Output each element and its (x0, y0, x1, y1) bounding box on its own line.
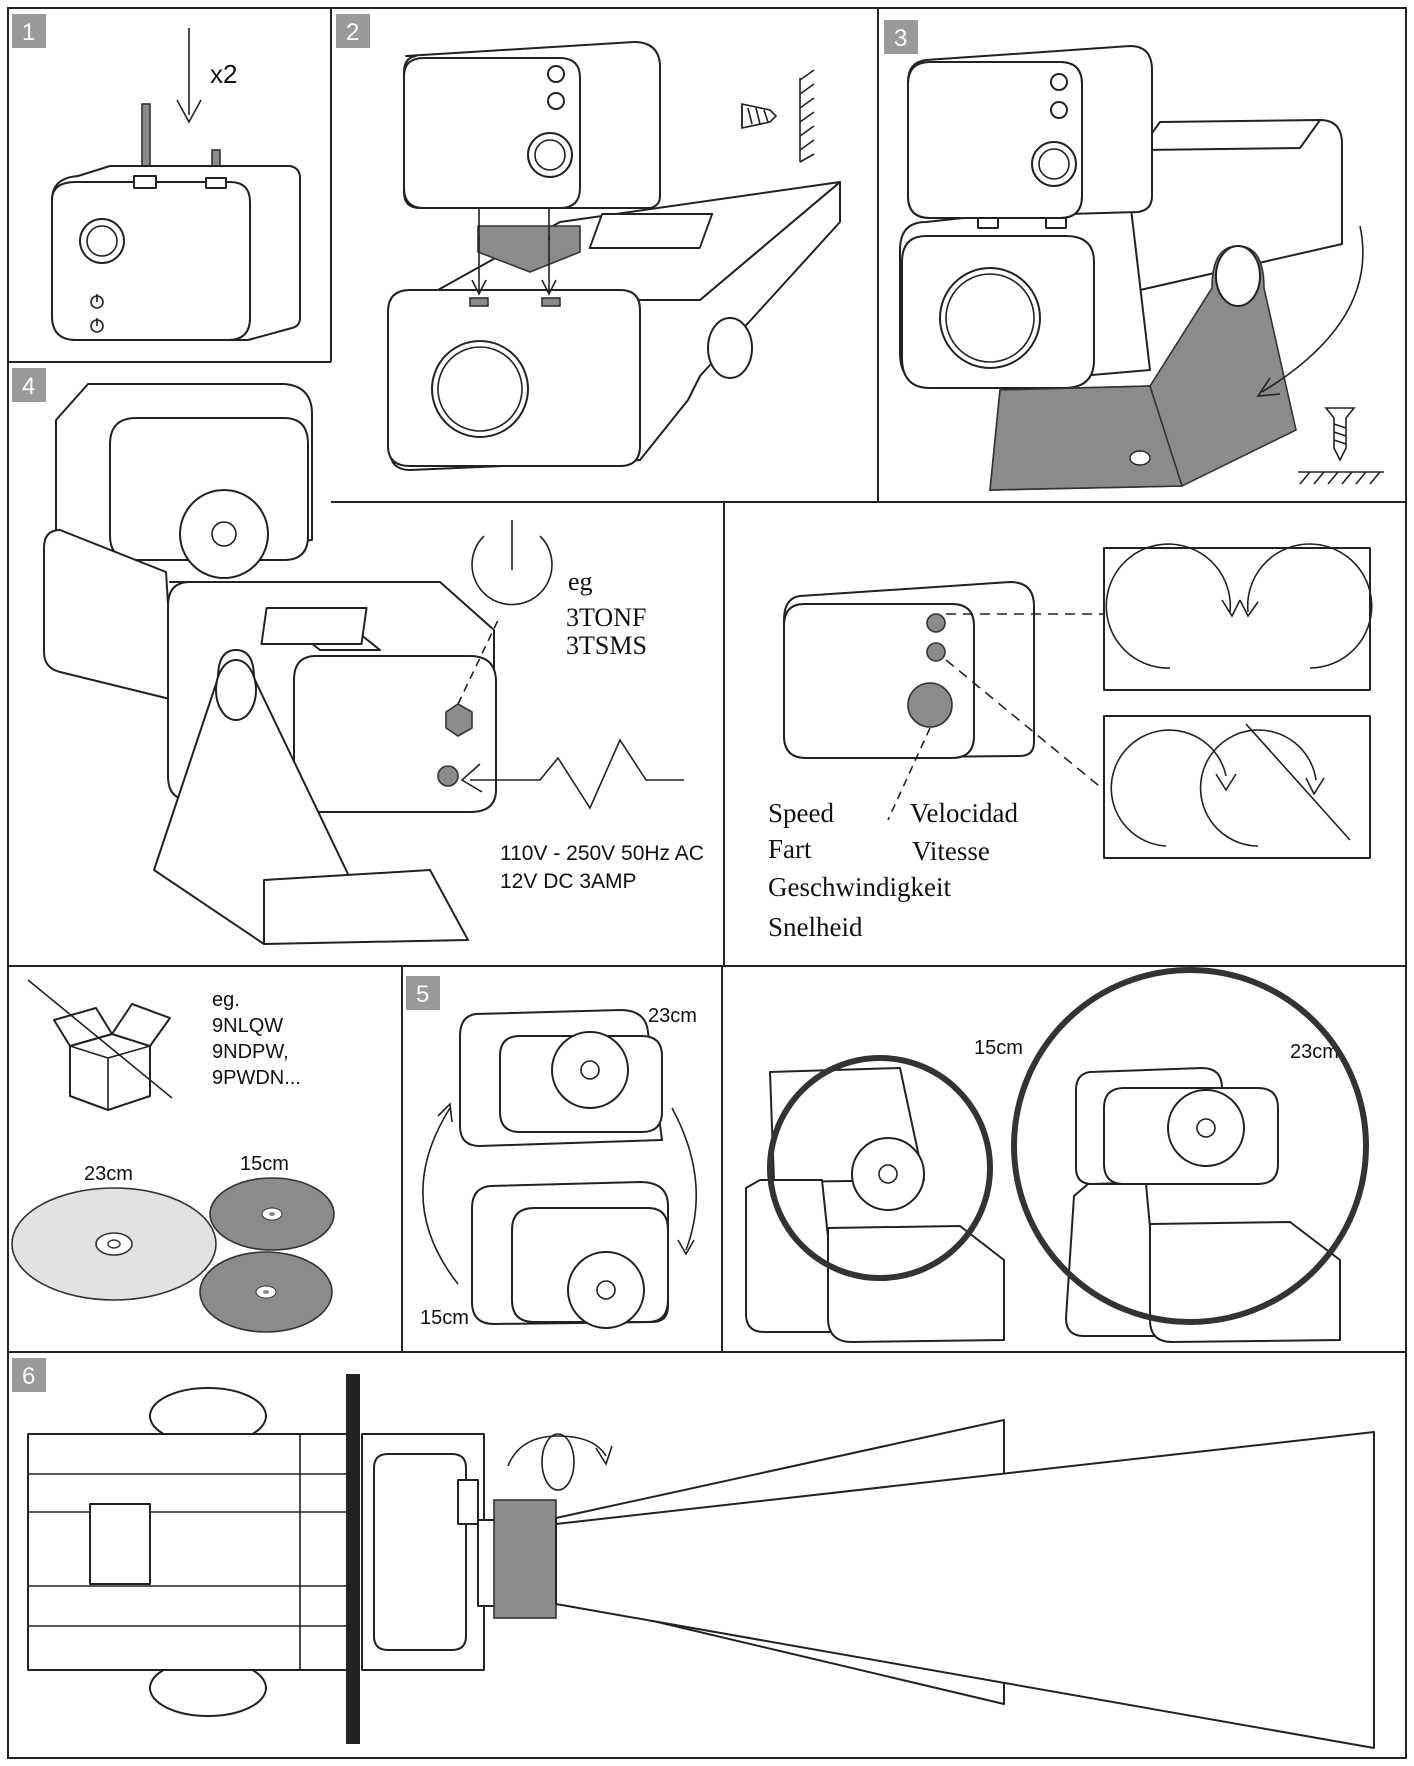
no-box-icon (28, 980, 172, 1110)
disc-small-label: 15cm (240, 1153, 289, 1175)
upper-unit (908, 46, 1152, 218)
svg-text:2: 2 (346, 19, 359, 46)
ring-small-label: 15cm (974, 1037, 1023, 1059)
rotate-arrow-icon (508, 1434, 612, 1490)
label-speed: Speed (768, 798, 834, 828)
svg-text:1: 1 (22, 19, 35, 46)
down-arrow-icon (177, 28, 201, 122)
lower-unit (388, 182, 840, 470)
power-icon (472, 520, 552, 605)
panel-4: eg 3TONF 3TSMS 110V - 250V 50Hz AC 12V D… (44, 384, 704, 944)
disc-small-1 (210, 1178, 334, 1250)
eg-label: eg. (212, 989, 240, 1011)
disc-small-2 (200, 1252, 332, 1332)
label-vitesse: Vitesse (912, 836, 990, 866)
panel-2 (388, 42, 840, 470)
discs-panel: eg. 9NLQW 9NDPW, 9PWDN... 23cm 15cm (12, 980, 334, 1332)
unit-top (460, 1010, 662, 1146)
label-snelheid: Snelheid (768, 912, 863, 942)
step-badge-2: 2 (336, 14, 370, 48)
model-9nlqw: 9NLQW (212, 1015, 283, 1037)
size-large-label: 23cm (648, 1005, 697, 1027)
voltage-dc: 12V DC 3AMP (500, 870, 637, 893)
step-badge-5: 5 (406, 976, 440, 1010)
svg-text:5: 5 (416, 981, 429, 1008)
step-badge-1: 1 (12, 14, 46, 48)
step-badge-4: 4 (12, 368, 46, 402)
power-socket (438, 766, 458, 786)
label-geschwindigkeit: Geschwindigkeit (768, 872, 951, 902)
step-badge-3: 3 (884, 20, 918, 54)
voltage-ac: 110V - 250V 50Hz AC (500, 842, 704, 865)
model-3tonf: 3TONF (566, 603, 646, 632)
direction-box-2 (1104, 716, 1370, 858)
knob-icon (908, 683, 952, 727)
size-small-label: 15cm (420, 1307, 469, 1329)
screw-wall-icon (742, 70, 814, 162)
beam-lower (556, 1432, 1374, 1748)
panel-1: x2 (52, 28, 300, 340)
panel-6 (28, 1374, 1374, 1748)
panel-5: 23cm 15cm (420, 1005, 697, 1329)
model-9ndpw: 9NDPW, (212, 1041, 289, 1063)
label-fart: Fart (768, 834, 812, 864)
unit-large-ring (1014, 970, 1366, 1342)
svg-text:4: 4 (22, 373, 35, 400)
lens-head (494, 1500, 556, 1618)
panel-3 (900, 46, 1384, 490)
step-badge-6: 6 (12, 1358, 46, 1392)
model-9pwdn: 9PWDN... (212, 1067, 301, 1089)
unit-bottom (472, 1182, 668, 1328)
unit-small-ring (746, 1058, 1004, 1342)
svg-text:6: 6 (22, 1363, 35, 1390)
label-window (90, 1504, 150, 1584)
eg-label: eg (568, 567, 593, 596)
wall-bar (346, 1374, 360, 1744)
disc-large-label: 23cm (84, 1163, 133, 1185)
label-velocidad: Velocidad (910, 798, 1018, 828)
direction-box-1 (1104, 544, 1372, 690)
model-3tsms: 3TSMS (566, 631, 647, 660)
upper-unit (404, 42, 660, 240)
panel-5b: 15cm 23cm (746, 970, 1366, 1342)
speed-panel: Speed Fart Geschwindigkeit Snelheid Velo… (768, 544, 1372, 942)
projector-body (52, 166, 300, 340)
svg-text:3: 3 (894, 25, 907, 52)
count-label: x2 (210, 59, 237, 89)
disc-large (12, 1188, 216, 1300)
screw-floor-icon (1298, 408, 1384, 484)
